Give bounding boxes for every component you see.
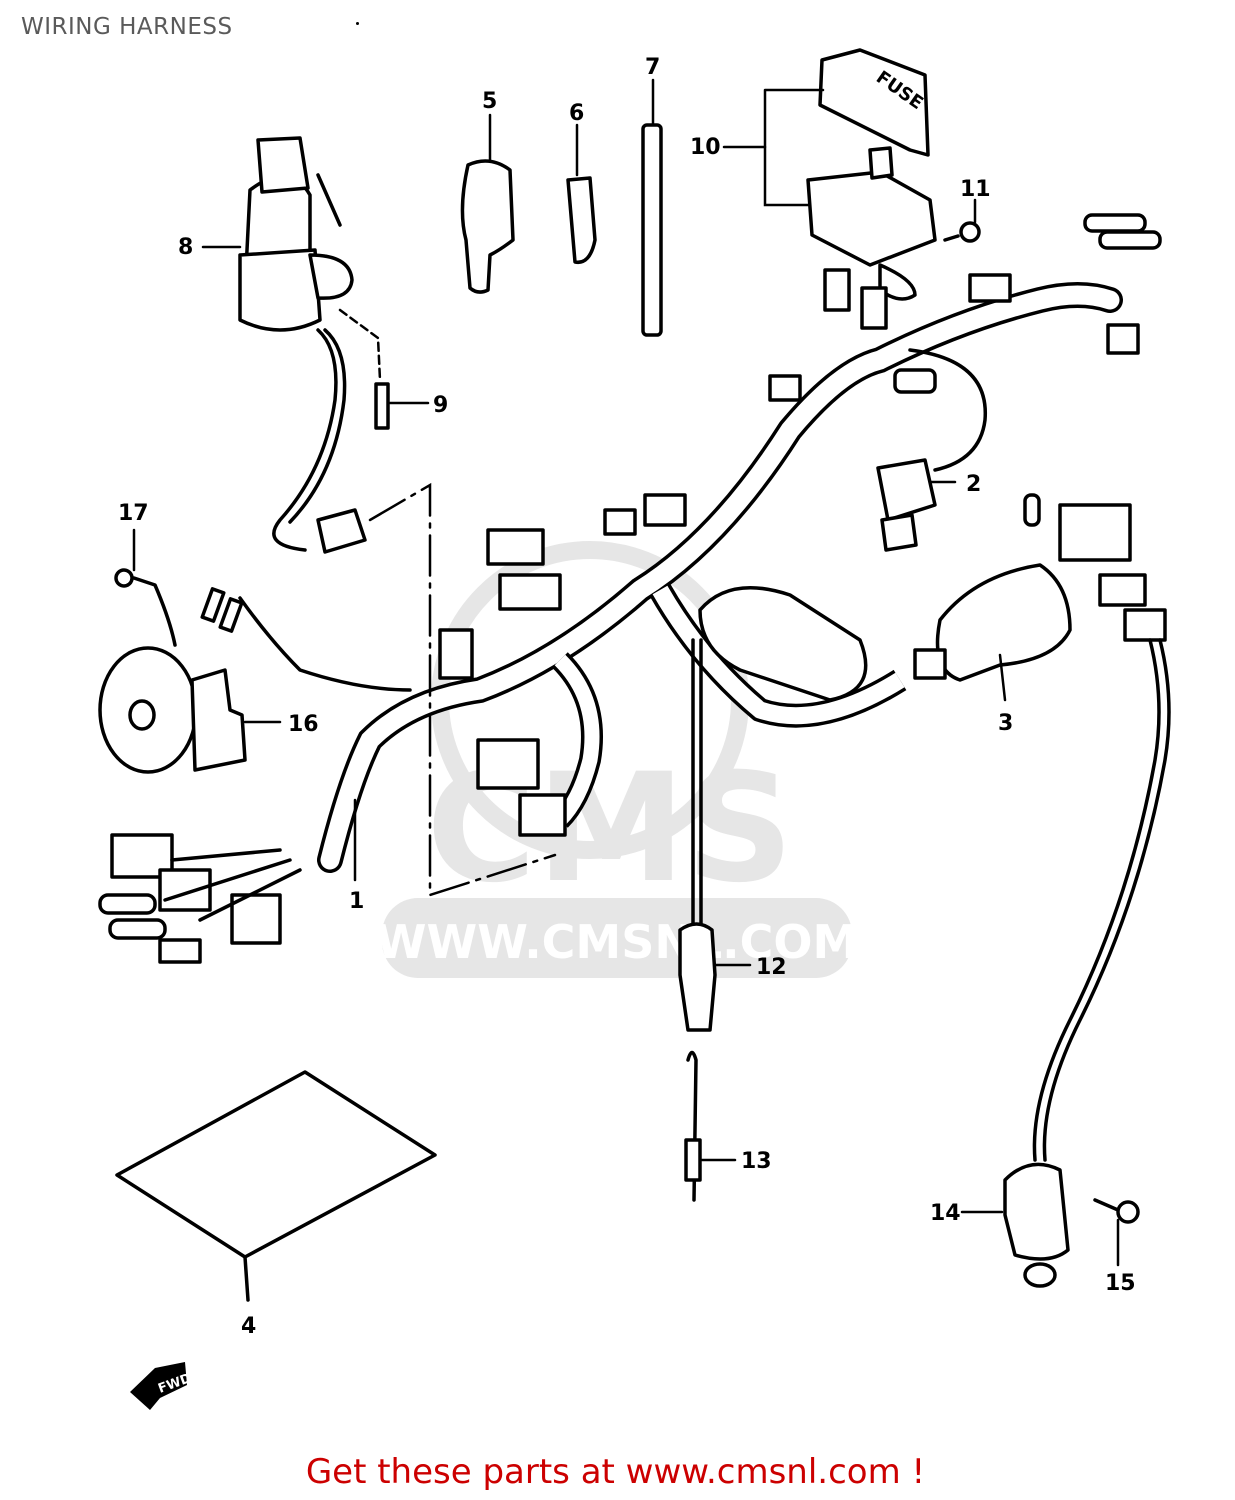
- ignition-coil-part[interactable]: [913, 493, 1171, 1162]
- callout-10: 10: [690, 135, 721, 160]
- callout-8: 8: [178, 235, 193, 260]
- callout-9: 9: [433, 393, 448, 418]
- horn-part[interactable]: [98, 587, 412, 774]
- page-title: WIRING HARNESS: [21, 14, 233, 40]
- relay-part[interactable]: [876, 458, 937, 552]
- footer-promo[interactable]: Get these parts at www.cmsnl.com !: [0, 1452, 1235, 1492]
- watermark-banner: [382, 898, 852, 978]
- clamp-part-6[interactable]: [566, 176, 597, 265]
- callout-7: 7: [645, 55, 660, 80]
- footer-promo-text[interactable]: Get these parts at www.cmsnl.com !: [305, 1452, 926, 1492]
- callout-17: 17: [118, 501, 149, 526]
- callout-6: 6: [569, 101, 584, 126]
- neutral-switch-part[interactable]: [1003, 1162, 1070, 1288]
- bolt-part-17[interactable]: [114, 568, 177, 647]
- fuse-box-part[interactable]: FUSE: [763, 48, 937, 301]
- spring-part[interactable]: [684, 1050, 702, 1202]
- callout-3: 3: [998, 711, 1013, 736]
- watermark: CMS WWW.CMSNL.COM: [376, 541, 859, 978]
- screw-part-11[interactable]: [943, 221, 981, 243]
- spark-plug-cap-part[interactable]: [678, 638, 717, 1032]
- panel-outline: [368, 482, 557, 897]
- callout-14: 14: [930, 1201, 961, 1226]
- main-harness-part[interactable]: [98, 213, 1162, 964]
- watermark-url: WWW.CMSNL.COM: [376, 915, 859, 969]
- ignition-switch-part[interactable]: [238, 136, 382, 554]
- callout-15: 15: [1105, 1271, 1136, 1296]
- callout-12: 12: [756, 955, 787, 980]
- callout-11: 11: [960, 177, 991, 202]
- cable-tie-part[interactable]: [641, 123, 663, 337]
- ignition-coil-part-center[interactable]: [698, 585, 868, 702]
- callout-13: 13: [741, 1149, 772, 1174]
- wiring-harness-diagram: CMS WWW.CMSNL.COM FUSE: [98, 48, 1171, 1410]
- screw-part-15[interactable]: [1093, 1198, 1140, 1224]
- wiring-diagram-sheet-part[interactable]: [115, 1070, 437, 1302]
- callout-1: 1: [349, 889, 364, 914]
- forward-arrow-icon: FWD: [130, 1362, 194, 1410]
- callout-5: 5: [482, 89, 497, 114]
- callout-16: 16: [288, 712, 319, 737]
- clamp-part-5[interactable]: [460, 159, 515, 294]
- leader-lines: [132, 78, 1120, 1267]
- decorative-dot: [356, 22, 359, 25]
- bolt-part-9[interactable]: [374, 382, 390, 430]
- callout-2: 2: [966, 472, 981, 497]
- callout-4: 4: [241, 1314, 256, 1339]
